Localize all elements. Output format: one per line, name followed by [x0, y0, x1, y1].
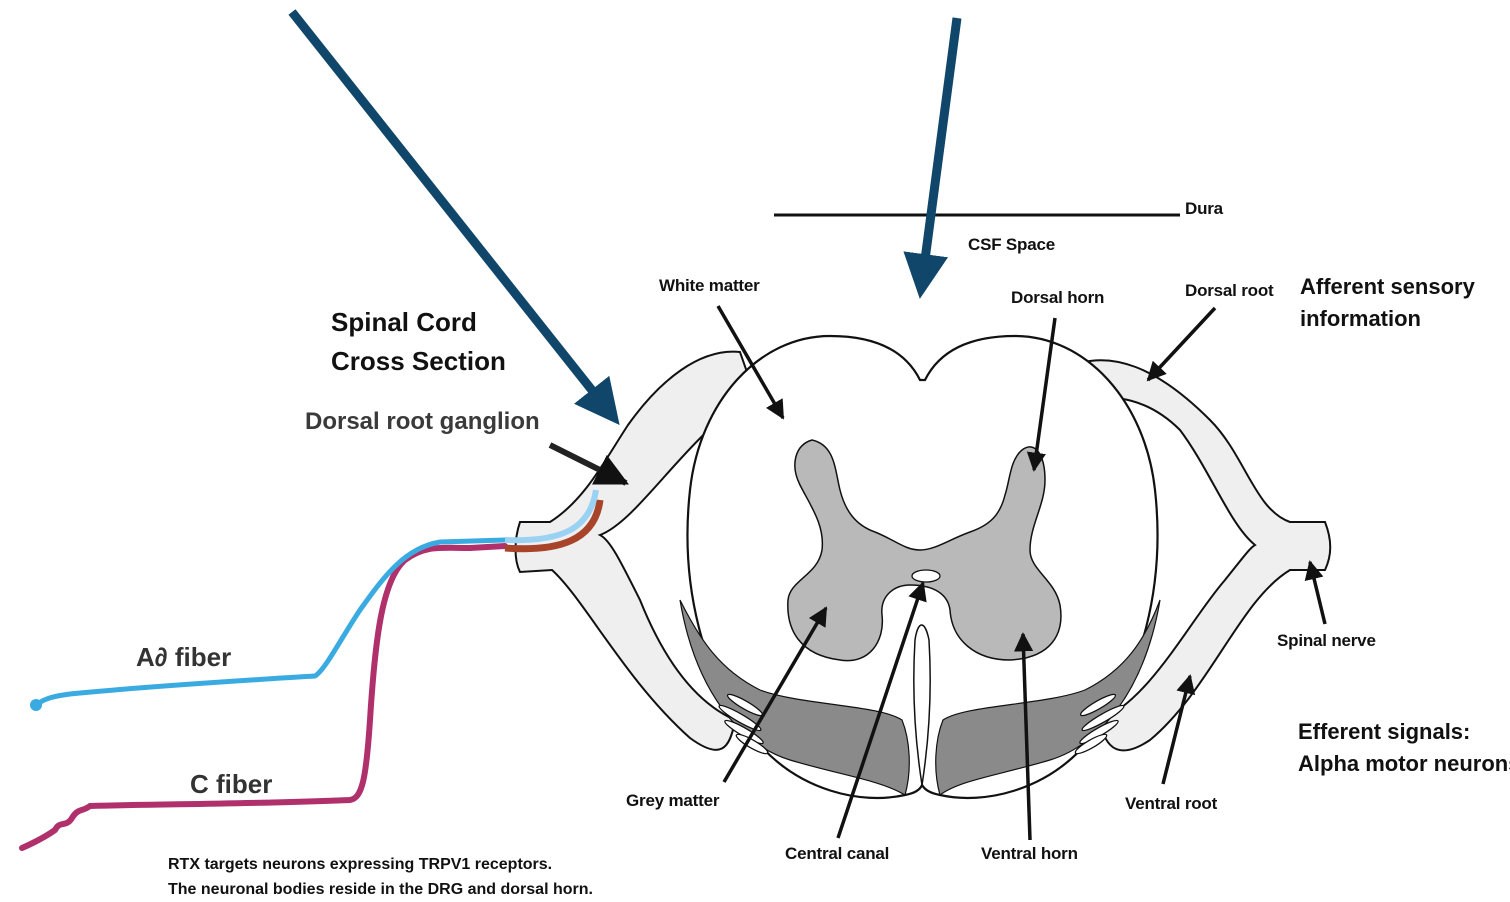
afferent-label-line2: information [1300, 306, 1421, 332]
spinal-nerve-arrow [1310, 562, 1325, 624]
diagram-title-line2: Cross Section [331, 346, 506, 377]
white-matter-label: White matter [659, 276, 760, 296]
ventral-root-label: Ventral root [1125, 794, 1217, 814]
ventral-horn-label: Ventral horn [981, 844, 1078, 864]
central-canal-shape [912, 570, 940, 582]
c-fiber-line [22, 546, 505, 848]
a-delta-fiber-end [30, 699, 42, 711]
diagram-title-line1: Spinal Cord [331, 307, 477, 338]
footnote-line1: RTX targets neurons expressing TRPV1 rec… [168, 852, 552, 877]
grey-matter-label: Grey matter [626, 791, 719, 811]
dorsal-horn-label: Dorsal horn [1011, 288, 1104, 308]
csf-space-label: CSF Space [968, 235, 1055, 255]
efferent-label-line2: Alpha motor neurons [1298, 751, 1510, 777]
drg-label: Dorsal root ganglion [305, 408, 540, 436]
dorsal-root-arrow [1148, 308, 1215, 380]
spinal-nerve-label: Spinal nerve [1277, 631, 1376, 651]
footnote-line2: The neuronal bodies reside in the DRG an… [168, 877, 593, 902]
big-arrow-center [921, 18, 957, 290]
a-delta-fiber-line [36, 540, 505, 705]
c-fiber-label: C fiber [190, 769, 272, 800]
dura-label: Dura [1185, 199, 1223, 219]
afferent-label-line1: Afferent sensory [1300, 274, 1475, 300]
a-delta-fiber-label: A∂ fiber [136, 642, 231, 673]
efferent-label-line1: Efferent signals: [1298, 719, 1470, 745]
central-canal-label: Central canal [785, 844, 889, 864]
dorsal-root-label: Dorsal root [1185, 281, 1273, 301]
